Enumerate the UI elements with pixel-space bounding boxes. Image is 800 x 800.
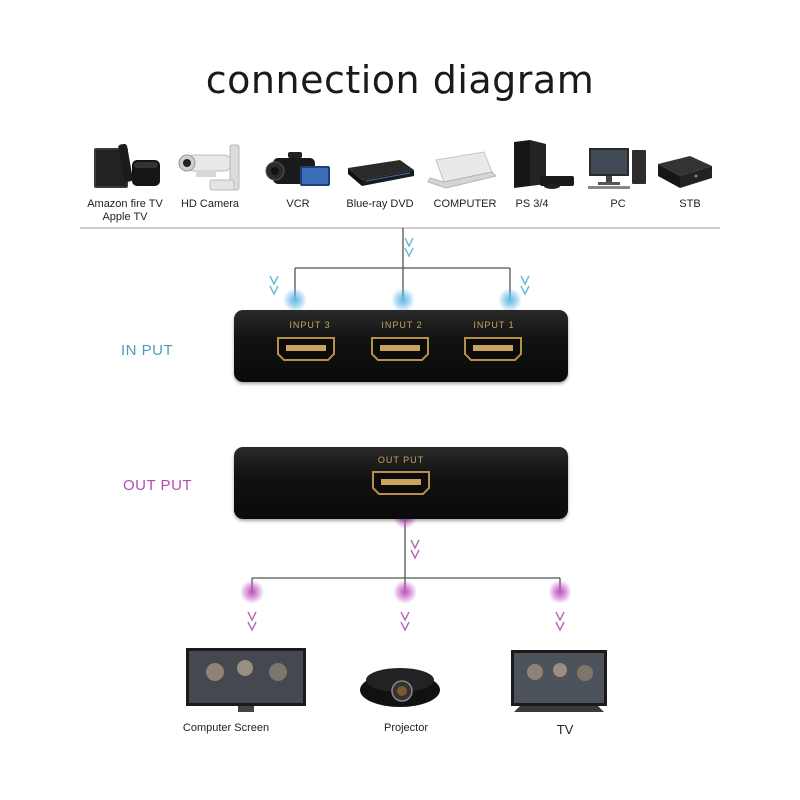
hdmi-port-input-2[interactable]: [371, 337, 429, 361]
source-label-computer: COMPUTER: [433, 198, 497, 210]
projector-icon: [360, 668, 440, 707]
input-arrows: [269, 237, 530, 296]
hdmi-port-input-3[interactable]: [277, 337, 335, 361]
hdmi-switch-input-box: INPUT 3 INPUT 2 INPUT 1: [234, 310, 568, 382]
input-section-label: IN PUT: [121, 342, 174, 359]
source-label-amazon-fire-tv: Amazon fire TV Apple TV: [87, 198, 163, 223]
source-label-pc: PC: [610, 198, 626, 210]
tv-icon: [511, 650, 607, 712]
dvd-player-icon: [348, 160, 414, 186]
projector-glow-dot: [393, 580, 417, 604]
tv-glow-dot: [548, 580, 572, 604]
desktop-pc-icon: [588, 148, 646, 189]
page-title: connection diagram: [205, 58, 595, 102]
input-1-glow-dot: [498, 288, 522, 312]
output-section-label: OUT PUT: [123, 477, 193, 494]
input-2-glow-dot: [391, 288, 415, 312]
port-label-output: OUT PUT: [377, 455, 425, 465]
security-camera-icon: [178, 144, 240, 191]
destination-label-projector: Projector: [383, 722, 429, 734]
destination-label-tv: TV: [556, 722, 574, 737]
hdmi-port-input-1[interactable]: [464, 337, 522, 361]
monitor-icon: [186, 648, 306, 712]
source-label-stb: STB: [679, 198, 701, 210]
computer-screen-glow-dot: [240, 580, 264, 604]
source-label-hd-camera: HD Camera: [180, 198, 240, 210]
game-console-icon: [514, 140, 574, 189]
source-label-vcr: VCR: [286, 198, 310, 210]
port-label-input-1: INPUT 1: [473, 320, 515, 330]
input-connector-lines: [294, 228, 511, 298]
input-3-glow-dot: [283, 288, 307, 312]
port-label-input-3: INPUT 3: [289, 320, 331, 330]
hdmi-switch-output-box: OUT PUT: [234, 447, 568, 519]
port-label-input-2: INPUT 2: [381, 320, 423, 330]
source-label-ps34: PS 3/4: [515, 198, 549, 210]
hdmi-port-output[interactable]: [372, 471, 430, 495]
output-arrows: [247, 539, 565, 632]
streaming-box-icon: [94, 143, 160, 188]
source-label-blue-ray-dvd: Blue-ray DVD: [346, 198, 414, 210]
laptop-icon: [427, 151, 497, 189]
destination-label-computer-screen: Computer Screen: [182, 722, 270, 734]
camcorder-icon: [265, 152, 330, 186]
set-top-box-icon: [658, 156, 712, 188]
